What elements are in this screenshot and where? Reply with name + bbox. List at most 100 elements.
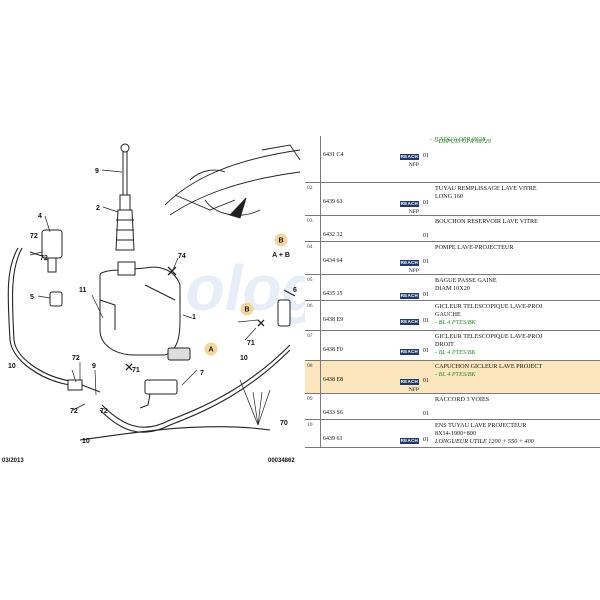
callout: 1 xyxy=(192,314,196,321)
quantity: 01 xyxy=(421,136,433,183)
row-index xyxy=(305,136,321,183)
leader-lines xyxy=(29,169,271,426)
part-reference: 6434 64 xyxy=(320,241,391,275)
description-text: RACCORD 3 VOIES xyxy=(435,395,490,403)
quantity: 01 xyxy=(421,419,433,448)
description-text: GICLEUR TELESCOPIQUE LAVE-PROJ xyxy=(435,302,543,310)
part-description: - DEPUIS OPR 08729 xyxy=(433,136,600,183)
callout: 10 xyxy=(8,363,16,370)
part-description: BOUCHON RESERVOIR LAVE VITRE xyxy=(433,215,600,242)
reach-cell: REACH xyxy=(391,300,421,331)
reach-cell xyxy=(391,215,421,242)
part-reference: 6439 63 xyxy=(320,182,391,216)
nfp-label: NFP xyxy=(408,267,419,274)
part-reference: 6431 C4 xyxy=(320,136,391,183)
badge-b: B xyxy=(240,302,254,316)
reach-badge: REACH xyxy=(399,437,419,444)
callout: 9 xyxy=(92,363,96,370)
badge-caption: A + B xyxy=(272,252,290,259)
jet-left xyxy=(139,347,191,409)
filler-tube xyxy=(115,143,135,251)
description-text: CAPUCHON GICLEUR LAVE PROJECT xyxy=(435,362,543,370)
badge-letter: A xyxy=(208,347,213,354)
part-description: POMPE LAVE-PROJECTEUR xyxy=(433,241,600,275)
row-index: 06 xyxy=(305,300,321,331)
quantity: 01 xyxy=(421,330,433,361)
description-note: DROIT xyxy=(435,340,454,348)
footer-code: 00034862 xyxy=(268,458,295,464)
nfp-label: NFP xyxy=(408,208,419,215)
description-note: - DEPUIS OPR 08729 xyxy=(435,138,491,145)
description-text: ENS TUYAU LAVE PROJECTEUR xyxy=(435,421,527,429)
part-reference: 6438 E9 xyxy=(320,300,391,331)
reach-cell: REACH xyxy=(391,419,421,448)
callout: 72 xyxy=(30,233,38,240)
row-index: 05 xyxy=(305,274,321,301)
footer-date: 03/2013 xyxy=(2,458,24,464)
callout: 2 xyxy=(96,205,100,212)
description-text: GICLEUR TELESCOPIQUE LAVE-PROJ xyxy=(435,332,543,340)
callout: 10 xyxy=(240,355,248,362)
row-index: 07 xyxy=(305,330,321,361)
callout: 72 xyxy=(40,255,48,262)
cross-marks xyxy=(125,266,265,371)
badge-letter: B xyxy=(278,238,283,245)
parts-diagram: sologen xyxy=(2,143,305,464)
description-text: TUYAU REMPLISSAGE LAVE VITRE xyxy=(435,184,537,192)
callout-numbers: 9 2 4 72 74 11 5 1 6 71 10 10 72 9 71 7 … xyxy=(8,168,297,445)
part-reference: 6435 15 xyxy=(320,274,391,301)
description-note: - BL 4 PTES/BK xyxy=(435,348,476,356)
grommet xyxy=(49,291,63,307)
callout: 11 xyxy=(79,287,87,294)
reach-badge: REACH xyxy=(399,348,419,355)
quantity: 01 xyxy=(421,359,433,394)
reach-cell: REACH xyxy=(391,274,421,301)
row-index: 08 xyxy=(305,360,321,394)
row-index: 02 xyxy=(305,182,321,216)
callout: 71 xyxy=(247,340,255,347)
badge-b-top: B A + B xyxy=(272,233,290,259)
callout: 72 xyxy=(70,408,78,415)
bumper-illustration xyxy=(164,144,301,219)
description-note: DIAM 10X20 xyxy=(435,284,470,292)
callout: 72 xyxy=(72,355,80,362)
callout: 74 xyxy=(178,253,186,260)
reach-cell: REACH xyxy=(391,330,421,361)
callout: 7 xyxy=(200,370,204,377)
reach-badge: REACH xyxy=(399,259,419,266)
part-reference: 6438 E8 xyxy=(320,359,391,394)
reach-badge: REACH xyxy=(399,292,419,299)
jet-right xyxy=(277,289,296,327)
washer-reservoir xyxy=(99,261,181,356)
badge-a: A xyxy=(204,342,218,356)
description-note: GAUCHE xyxy=(435,310,461,318)
callout: 72 xyxy=(100,408,108,415)
badge-letter: B xyxy=(244,307,249,314)
quantity: 01 xyxy=(421,300,433,331)
row-index: 03 xyxy=(305,215,321,242)
reach-badge: REACH xyxy=(399,318,419,325)
callout: 9 xyxy=(95,168,99,175)
quantity: 01 xyxy=(421,215,433,242)
callout: 70 xyxy=(280,420,288,427)
nfp-label: NFP xyxy=(408,162,419,168)
description-note: - BL 4 PTES/BK xyxy=(435,318,476,326)
